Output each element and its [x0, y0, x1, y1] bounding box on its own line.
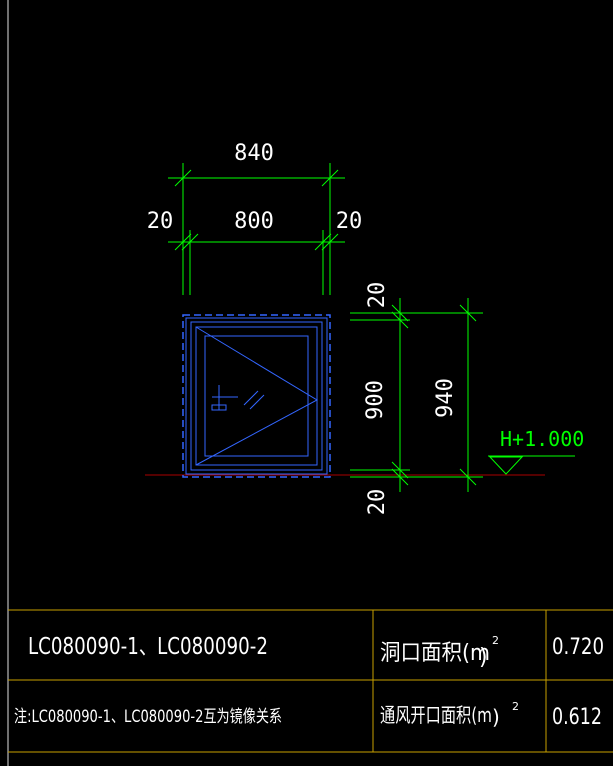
opening-area-close-paren: ) — [479, 645, 488, 670]
elevation-triangle-icon — [488, 456, 524, 475]
tick-840-right — [321, 169, 339, 187]
screen-mark-2 — [249, 394, 265, 410]
title-table-grid — [8, 609, 613, 753]
opening-area-unit-sup: 2 — [492, 634, 499, 647]
dim-text-top-margin: 20 — [365, 282, 390, 309]
opening-area-value: 0.720 — [552, 635, 604, 660]
tick-940-bottom — [459, 468, 477, 486]
vent-area-unit-sup: 2 — [512, 700, 519, 713]
tick-900-d — [391, 468, 409, 486]
window-outer-frame — [185, 317, 328, 475]
dim-text-overall-width: 840 — [234, 141, 274, 166]
elevation-label: H+1.000 — [500, 427, 584, 451]
window-frame-inner-2 — [195, 326, 318, 466]
dim-text-right-margin: 20 — [336, 209, 363, 234]
opening-area-label: 洞口面积(m — [380, 641, 490, 666]
dim-text-overall-height: 940 — [433, 378, 458, 418]
tick-800-b — [181, 233, 199, 251]
window-code-label: LC080090-1、LC080090-2 — [28, 634, 268, 660]
vent-area-value: 0.612 — [552, 705, 602, 730]
window-frame-inner — [190, 321, 323, 471]
tick-900-b — [391, 311, 409, 329]
vent-area-close-paren: ) — [492, 705, 500, 729]
tick-940-top — [459, 304, 477, 322]
horizontal-dimensions — [168, 163, 345, 295]
tick-800-d — [321, 233, 339, 251]
dim-text-bottom-margin: 20 — [365, 489, 390, 516]
elevation-marker — [488, 455, 575, 475]
screen-mark-1 — [243, 390, 259, 406]
tick-900-c — [391, 461, 409, 479]
vent-area-label: 通风开口面积(m — [380, 703, 492, 727]
dim-text-left-margin: 20 — [147, 209, 174, 234]
window-elevation — [182, 314, 331, 478]
window-sash — [204, 335, 309, 457]
tick-900-a — [391, 304, 409, 322]
dim-text-inner-width: 800 — [234, 209, 274, 234]
tick-800-c — [314, 233, 332, 251]
vertical-dimensions — [350, 298, 483, 492]
tick-840-left — [174, 169, 192, 187]
handle-icon — [211, 404, 227, 411]
tick-800-a — [174, 233, 192, 251]
opening-direction-lines — [195, 326, 319, 466]
mirror-note: 注:LC080090-1、LC080090-2互为镜像关系 — [14, 707, 282, 727]
dim-text-inner-height: 900 — [363, 380, 388, 420]
